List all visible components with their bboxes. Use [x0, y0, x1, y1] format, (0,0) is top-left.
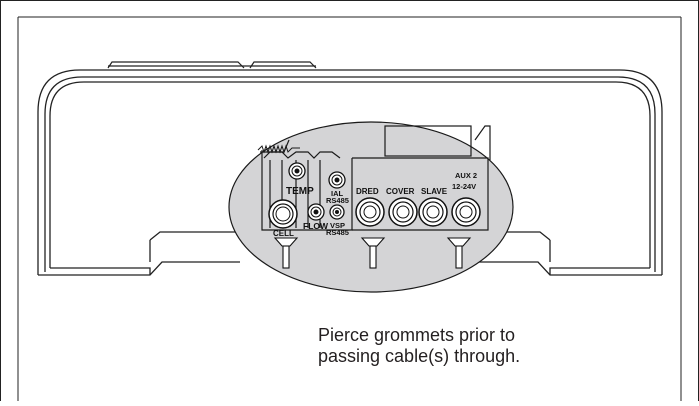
- port-dred: [355, 197, 385, 227]
- controller-housing: [37, 69, 663, 276]
- label-vsp-bus: RS485: [326, 228, 349, 237]
- label-vsp: VSP: [330, 221, 345, 230]
- label-temp: TEMP: [286, 186, 314, 197]
- label-cell: CELL: [273, 229, 294, 238]
- mounting-feet: [273, 237, 472, 269]
- label-aux-name: AUX 2: [455, 171, 477, 180]
- spring-coil: [257, 144, 300, 154]
- housing-top-ridge: [107, 61, 317, 69]
- label-flow: FLOW: [303, 221, 329, 231]
- port-cover: [388, 197, 418, 227]
- port-ial: [328, 171, 346, 189]
- label-ial: IAL: [331, 189, 344, 198]
- caption-line-1: Pierce grommets prior to: [318, 325, 516, 345]
- caption-line-2: passing cable(s) through.: [318, 346, 521, 366]
- label-dred: DRED: [356, 187, 379, 196]
- port-cell: [268, 199, 298, 229]
- label-ial-bus: RS485: [326, 196, 349, 205]
- label-aux-voltage: 12-24V: [452, 182, 476, 191]
- label-slave: SLAVE: [421, 187, 448, 196]
- instruction-caption: Pierce grommets prior to passing cable(s…: [318, 325, 520, 367]
- port-temp: [288, 162, 306, 180]
- port-aux2: [451, 197, 481, 227]
- label-cover: COVER: [386, 187, 415, 196]
- port-vsp: [329, 204, 345, 220]
- port-slave: [418, 197, 448, 227]
- port-flow: [307, 203, 325, 221]
